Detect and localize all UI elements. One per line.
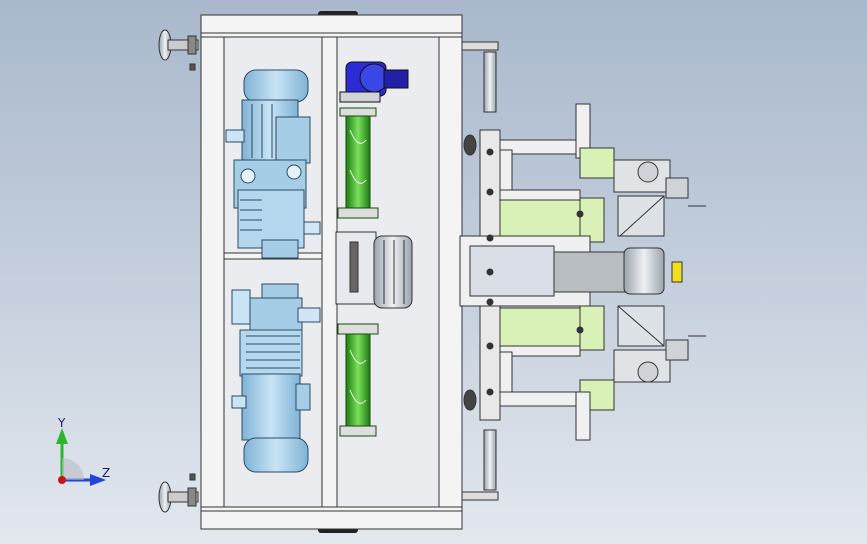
z-axis-head xyxy=(90,474,106,486)
y-axis-label: Y xyxy=(58,416,66,430)
z-axis-label: Z xyxy=(102,466,111,480)
upper-motor-assembly xyxy=(225,69,321,259)
leveling-foot-bottom xyxy=(158,473,199,513)
main-frame xyxy=(200,14,463,530)
axis-triad: Y Z xyxy=(40,416,120,498)
y-axis-head xyxy=(56,428,68,444)
x-axis-dot xyxy=(58,476,66,484)
center-gearbox xyxy=(335,231,413,309)
upper-green-shaft xyxy=(337,107,379,219)
leveling-foot-top xyxy=(158,29,199,71)
blue-gearmotor xyxy=(339,61,409,103)
lower-green-shaft xyxy=(337,323,379,437)
lower-motor-assembly xyxy=(231,283,321,473)
right-mechanism xyxy=(459,41,706,501)
triad-arc xyxy=(62,458,84,480)
